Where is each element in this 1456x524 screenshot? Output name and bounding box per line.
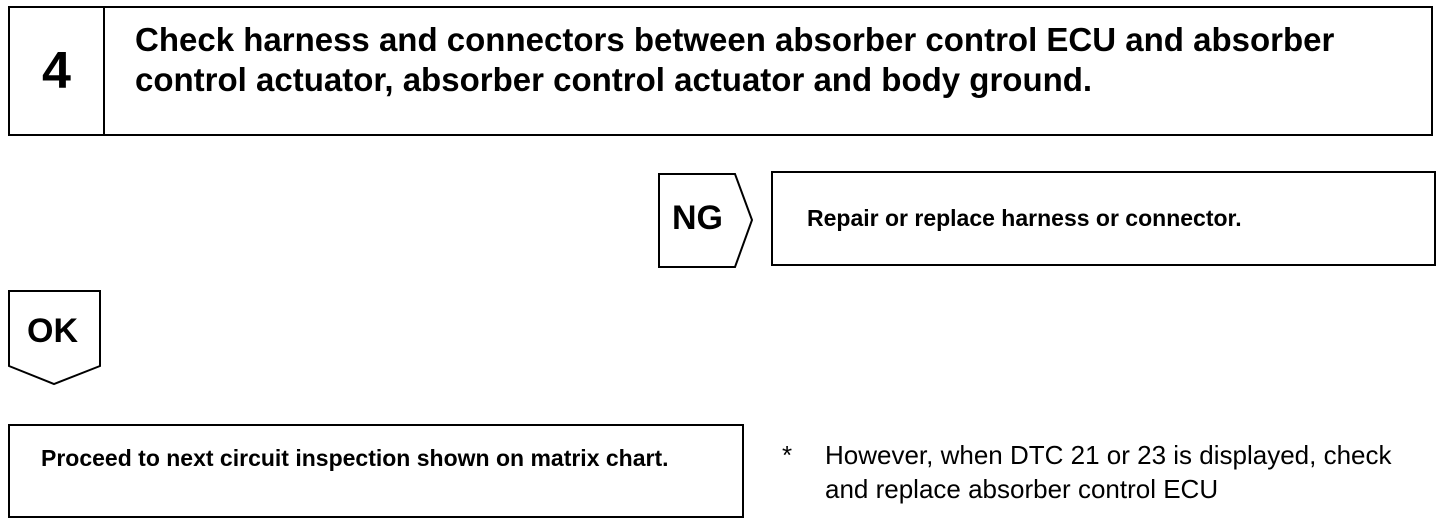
step-title: Check harness and connectors between abs… bbox=[135, 21, 1335, 98]
ok-action-box: Proceed to next circuit inspection shown… bbox=[8, 424, 744, 518]
ng-action-box: Repair or replace harness or connector. bbox=[771, 171, 1436, 266]
ng-arrow-tab bbox=[658, 173, 754, 268]
ok-label: OK bbox=[27, 312, 78, 350]
ng-action-text: Repair or replace harness or connector. bbox=[807, 205, 1242, 231]
step-box: 4 Check harness and connectors between a… bbox=[8, 6, 1433, 136]
step-number: 4 bbox=[10, 8, 105, 134]
note-asterisk: * bbox=[782, 440, 793, 470]
note-text: However, when DTC 21 or 23 is displayed,… bbox=[825, 440, 1392, 504]
ok-action-text: Proceed to next circuit inspection shown… bbox=[41, 445, 669, 471]
ng-label: NG bbox=[672, 199, 723, 237]
ok-arrow-tab bbox=[8, 290, 101, 386]
